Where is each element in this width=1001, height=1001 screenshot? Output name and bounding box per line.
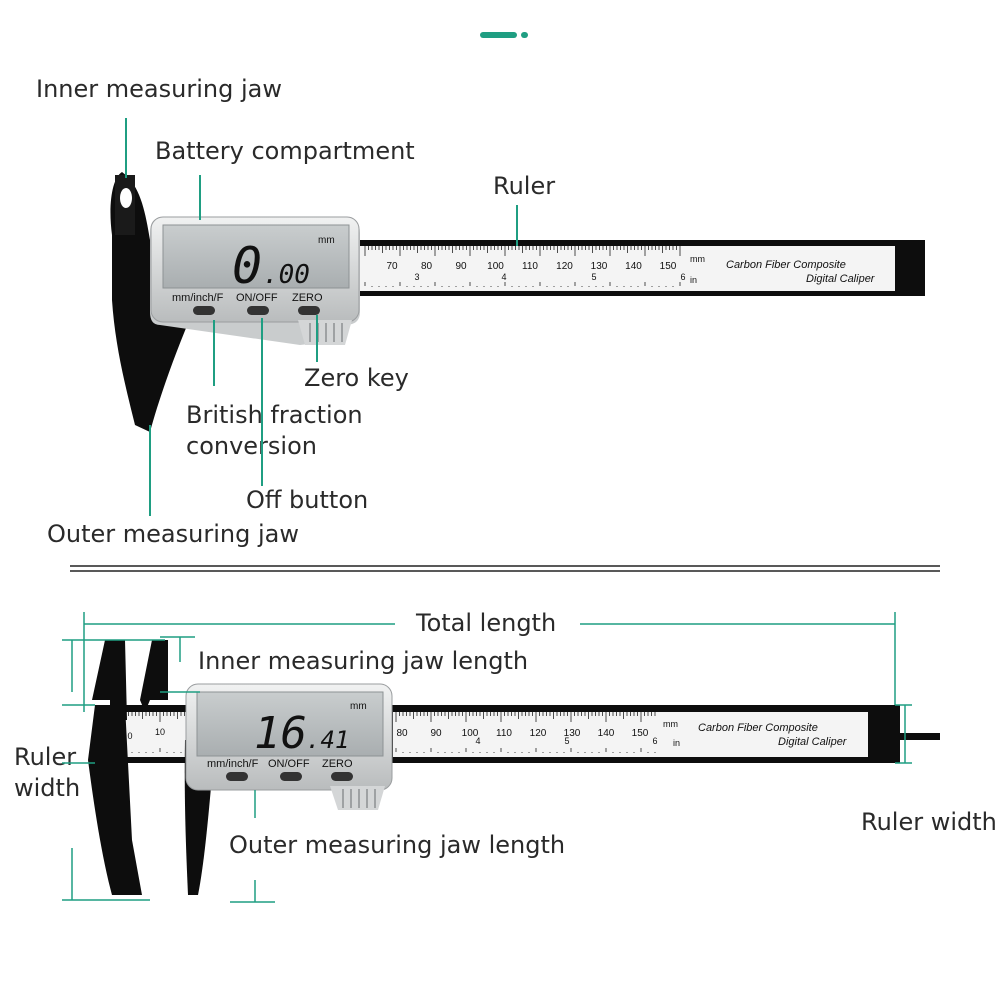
- label-british-fraction-line2: conversion: [186, 432, 317, 460]
- brand-line1-bottom: Carbon Fiber Composite: [698, 722, 818, 734]
- label-total-length: Total length: [416, 609, 557, 637]
- brand-line2-top: Digital Caliper: [806, 273, 876, 285]
- top-accent-mark: [480, 32, 528, 38]
- scale-label-mm-top: 140: [625, 261, 642, 272]
- lcd-reading-big-bottom: 16: [254, 708, 307, 759]
- lcd-reading-big-top: 0: [232, 237, 262, 295]
- section-divider: [70, 565, 940, 572]
- label-inner-jaw-length: Inner measuring jaw length: [198, 647, 529, 675]
- button-label-mode-bottom: mm/inch/F: [207, 758, 259, 770]
- button-label-onoff-top: ON/OFF: [236, 292, 278, 304]
- scale-unit-in-bottom: in: [673, 738, 680, 748]
- lcd-screen-top: [162, 224, 350, 289]
- label-off-button: Off button: [246, 486, 369, 514]
- ruler-strip-bottom-right: [393, 712, 868, 757]
- scale-unit-mm-top: mm: [690, 254, 705, 264]
- label-ruler-width-left-line1: Ruler: [14, 743, 77, 771]
- mode-button-top[interactable]: [193, 306, 215, 315]
- scale-label-in-bottom: 4: [475, 736, 480, 746]
- lcd-screen-bottom: [196, 691, 384, 757]
- scale-label-mm-top: 90: [455, 261, 467, 272]
- brand-line1-top: Carbon Fiber Composite: [726, 259, 846, 271]
- onoff-button-bottom[interactable]: [280, 772, 302, 781]
- button-label-onoff-bottom: ON/OFF: [268, 758, 310, 770]
- label-battery-compartment: Battery compartment: [155, 137, 415, 165]
- scale-label-mm-top: 80: [421, 261, 433, 272]
- scale-unit-in-top: in: [690, 275, 697, 285]
- scale-label-mm-bottom: 90: [430, 728, 442, 739]
- ruler-strip-top: [360, 246, 895, 291]
- label-outer-jaw-length: Outer measuring jaw length: [229, 831, 566, 859]
- caliper-top: 70 80 90 100 110 120 130 140 150 3 4 5 6 0 .00 mm mm…: [110, 172, 925, 432]
- scale-label-mm-bottom: 150: [632, 728, 649, 739]
- label-zero-key: Zero key: [304, 364, 409, 392]
- zero-button-top[interactable]: [298, 306, 320, 315]
- label-ruler-width-right: Ruler width: [861, 808, 997, 836]
- label-british-fraction-line1: British fraction: [186, 401, 363, 429]
- mode-button-bottom[interactable]: [226, 772, 248, 781]
- scale-label-mm-bottom: 10: [155, 727, 165, 737]
- label-inner-measuring-jaw: Inner measuring jaw: [36, 75, 282, 103]
- lcd-reading-small-bottom: .41: [306, 726, 349, 754]
- label-outer-measuring-jaw: Outer measuring jaw: [47, 520, 299, 548]
- scale-label-mm-bottom: 120: [530, 728, 547, 739]
- scale-label-in-bottom: 6: [652, 736, 657, 746]
- button-label-zero-top: ZERO: [292, 292, 323, 304]
- label-ruler: Ruler: [493, 172, 556, 200]
- scale-label-mm-bottom: 140: [598, 728, 615, 739]
- dimension-lines-bottom: [62, 612, 912, 903]
- scale-label-mm-bottom: 0: [127, 731, 132, 741]
- scale-label-in-bottom: 5: [564, 736, 569, 746]
- depth-rod: [895, 733, 940, 740]
- lcd-reading-small-top: .00: [263, 260, 310, 290]
- fixed-jaw-bottom: [88, 705, 142, 895]
- scale-label-mm-top: 110: [522, 261, 538, 272]
- leader-lines-top: [125, 118, 518, 516]
- scale-label-in-top: 4: [501, 272, 506, 282]
- scale-label-mm-top: 130: [591, 261, 608, 272]
- scale-label-mm-bottom: 100: [462, 728, 479, 739]
- jaw-hole-top: [120, 188, 132, 208]
- scale-label-mm-bottom: 130: [564, 728, 581, 739]
- zero-button-bottom[interactable]: [331, 772, 353, 781]
- scale-label-mm-top: 120: [556, 261, 573, 272]
- button-label-mode-top: mm/inch/F: [172, 292, 224, 304]
- scale-label-in-top: 3: [414, 272, 419, 282]
- scale-label-in-top: 5: [591, 272, 596, 282]
- scale-label-mm-top: 70: [386, 261, 398, 272]
- brand-line2-bottom: Digital Caliper: [778, 736, 848, 748]
- lcd-unit-top: mm: [318, 235, 335, 246]
- scale-label-mm-bottom: 110: [496, 728, 512, 739]
- thumb-wheel-bottom: [330, 786, 385, 810]
- scale-label-mm-top: 100: [487, 261, 504, 272]
- scale-unit-mm-bottom: mm: [663, 719, 678, 729]
- label-ruler-width-left-line2: width: [14, 774, 81, 802]
- ruler-ticks-top: 70 80 90 100 110 120 130 140 150 3 4 5 6: [364, 246, 686, 287]
- button-label-zero-bottom: ZERO: [322, 758, 353, 770]
- lcd-unit-bottom: mm: [350, 701, 367, 712]
- scale-label-in-top: 6: [680, 272, 685, 282]
- onoff-button-top[interactable]: [247, 306, 269, 315]
- scale-label-mm-top: 150: [660, 261, 677, 272]
- caliper-bottom: 0 10 80 90 100 110 120 130 140 150 4 5 6 16 .41 mm m…: [88, 640, 940, 895]
- ruler-strip-bottom-left: [122, 712, 187, 757]
- scale-label-mm-bottom: 80: [396, 728, 408, 739]
